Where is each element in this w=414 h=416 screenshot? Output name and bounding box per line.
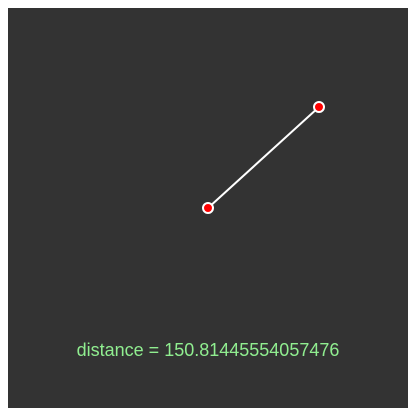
drag-handle-end[interactable]	[313, 101, 325, 113]
distance-line	[207, 106, 320, 209]
canvas-svg[interactable]	[8, 8, 408, 408]
distance-readout: distance = 150.81445554057476	[8, 340, 408, 361]
drawing-canvas[interactable]: distance = 150.81445554057476	[8, 8, 408, 408]
drag-handle-start[interactable]	[202, 202, 214, 214]
distance-label: distance =	[76, 340, 165, 360]
distance-value: 150.81445554057476	[164, 340, 340, 360]
